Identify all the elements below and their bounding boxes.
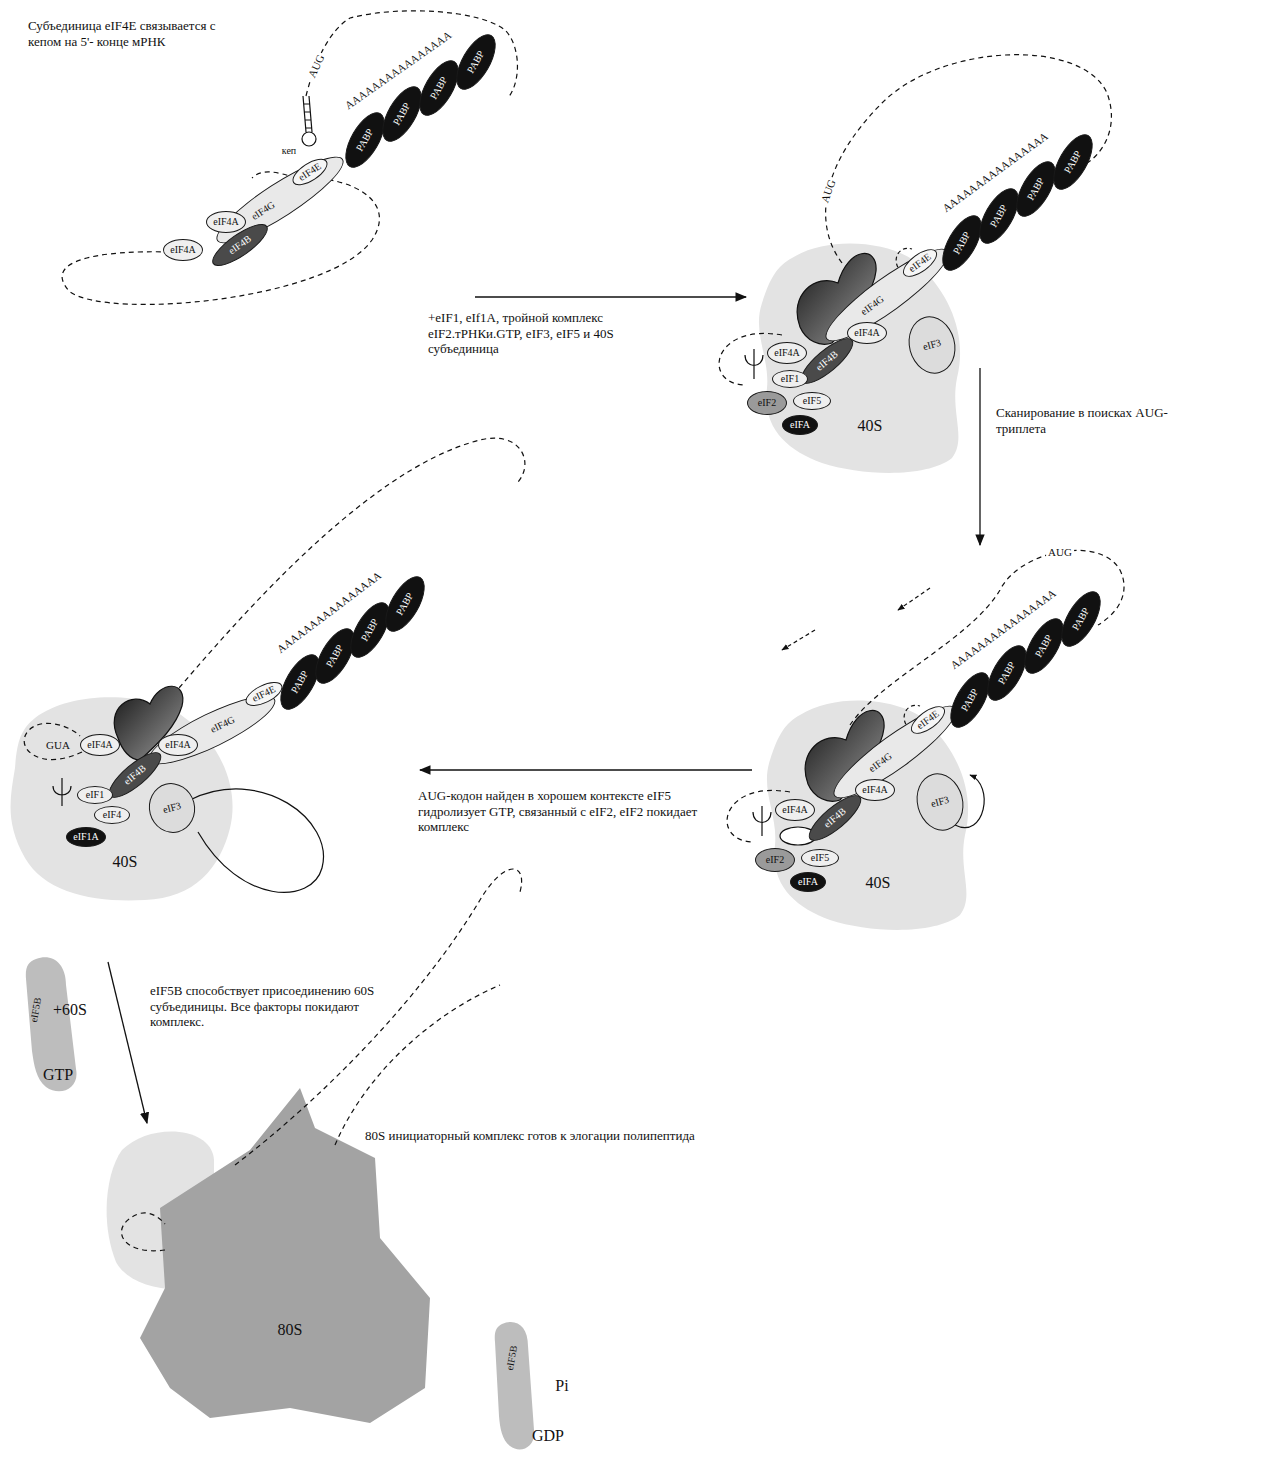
factor-name: PABP [290, 669, 311, 695]
factor-name: eIF2 [758, 398, 776, 408]
scan-direction-arrow [898, 588, 930, 610]
factor-name: PABP [952, 230, 973, 256]
factor-name: eIF4G [859, 294, 886, 317]
step-caption: 80S инициаторный комплекс готов к элогац… [365, 1128, 695, 1144]
factor-name: eIF3 [922, 338, 942, 352]
step-arrow [108, 962, 147, 1123]
shape-label: GTP [43, 1067, 73, 1083]
factor-name: PABP [960, 687, 981, 713]
factor-ellipse: eIF4A [206, 211, 246, 233]
factor-name: PABP [466, 49, 487, 75]
trna-symbol [745, 349, 763, 379]
factor-name: PABP [989, 203, 1010, 229]
codon-label: AUG [305, 51, 328, 81]
factor-ellipse: eIF4A [158, 734, 198, 756]
factor-name: eIF4A [165, 740, 191, 750]
factor-name: eIF4G [867, 751, 894, 774]
factor-name: eIFA [798, 877, 818, 887]
mrna-dashed [335, 985, 500, 1145]
factor-name: PABP [355, 127, 376, 153]
factor-name: PABP [392, 101, 413, 127]
shape-label: 40S [858, 418, 883, 434]
factor-name: PABP [395, 591, 416, 617]
factor-ellipse: eIF4 [94, 806, 130, 824]
step-caption: AUG-кодон найден в хорошем контексте eIF… [418, 788, 718, 835]
hairpin-loop [302, 132, 316, 146]
factor-name: eIF3 [162, 801, 182, 815]
step-arrow [475, 296, 746, 297]
factor-name: eIF1 [781, 374, 799, 384]
factor-name: eIF2 [766, 855, 784, 865]
factor-name: eIF4A [87, 740, 113, 750]
factor-ellipse: eIF4A [163, 239, 203, 261]
factor-name: eIF4A [862, 785, 888, 795]
factor-name: PABP [1063, 149, 1084, 175]
factor-name: PABP [997, 660, 1018, 686]
factor-name: eIF4A [213, 217, 239, 227]
factor-ellipse: eIF4A [80, 734, 120, 756]
factor-name: eIF4B [227, 234, 253, 257]
panel-3-drawing [727, 550, 1124, 845]
factor-name: PABP [1034, 633, 1055, 659]
factor-name: eIF3 [930, 795, 950, 809]
factor-name: eIF1 [86, 790, 104, 800]
factor-name: eIF4A [854, 328, 880, 338]
factor-name: eIF4A [774, 348, 800, 358]
mrna-dashed [121, 1213, 165, 1251]
trna-symbol [753, 806, 771, 836]
eif2-ellipse: eIF2 [755, 848, 795, 872]
shape-label: 80S [278, 1322, 303, 1338]
eif1a-ellipse: eIFA [790, 872, 826, 892]
factor-name: eIF4A [170, 245, 196, 255]
factor-ellipse: eIF5 [793, 392, 831, 410]
step-caption: +eIF1, eIf1A, тройной комплекс eIF2.тРНК… [428, 310, 643, 357]
eif1a-ellipse: eIF1A [66, 827, 106, 847]
shape-fill [26, 957, 77, 1091]
step-arrow [420, 769, 752, 770]
phosphate-label: Pi [555, 1377, 568, 1395]
scan-direction-arrow [782, 630, 815, 650]
factor-name: eIF4G [209, 715, 236, 735]
factor-ellipse: eIF4A [767, 342, 807, 364]
shape-label: 40S [113, 854, 138, 870]
subunit-label: +60S [53, 1001, 87, 1019]
codon-label: GUA [44, 739, 72, 751]
factor-name: eIF1A [73, 832, 99, 842]
pabp-ellipse: PABP [1045, 128, 1100, 196]
pabp-ellipse: PABP [1053, 585, 1108, 653]
factor-name: eIF4 [103, 810, 121, 820]
factor-name: PABP [429, 75, 450, 101]
panel-caption: Субъединица eIF4E связывается с кепом на… [28, 18, 228, 49]
factor-ellipse: eIF1 [77, 786, 113, 804]
factor-name: PABP [360, 617, 381, 643]
codon-label: AUG [1046, 546, 1074, 558]
eif1a-ellipse: eIFA [782, 415, 818, 435]
factor-name: PABP [1026, 176, 1047, 202]
factor-name: eIF4G [250, 200, 277, 222]
factor-name: PABP [1071, 606, 1092, 632]
mrna-dashed [150, 438, 525, 722]
cap-label: кеп [282, 145, 296, 156]
shape-label: 40S [866, 875, 891, 891]
panel-1-drawing [62, 11, 517, 305]
factor-ellipse: eIF4A [775, 799, 815, 821]
mrna-dashed [850, 550, 1124, 725]
shape-fill [495, 1322, 534, 1449]
eif5b-shape: eIF5BGTP [20, 955, 82, 1095]
codon-label: AUG [818, 176, 839, 206]
eif2-ellipse: eIF2 [747, 391, 787, 415]
step-caption: eIF5B способствует присоединению 60S суб… [150, 983, 390, 1030]
step-caption: Сканирование в поисках AUG-триплета [996, 405, 1186, 436]
shape-label: GDP [532, 1428, 564, 1444]
factor-ellipse: eIF1 [772, 370, 808, 388]
factor-name: eIF5 [803, 396, 821, 406]
factor-name: eIF4A [782, 805, 808, 815]
factor-name: eIFA [790, 420, 810, 430]
step-arrow [979, 368, 980, 545]
hairpin-stem [303, 96, 312, 132]
factor-name: PABP [325, 643, 346, 669]
factor-name: eIF5 [811, 853, 829, 863]
factor-ellipse: eIF5 [801, 849, 839, 867]
